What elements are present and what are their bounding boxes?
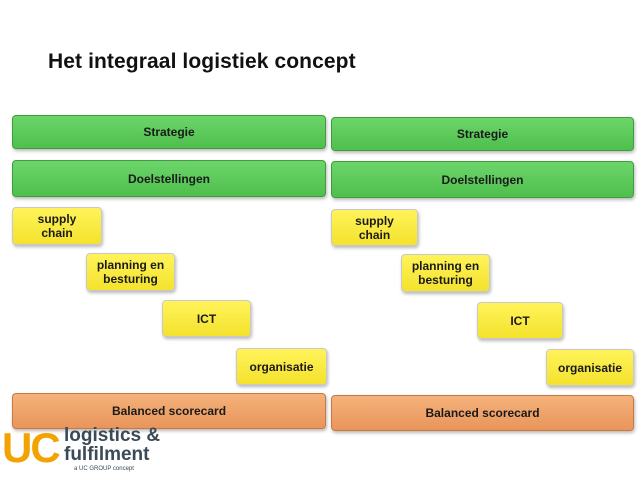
logo-line2: fulfilment xyxy=(64,444,150,465)
left-balanced-scorecard-bar: Balanced scorecard xyxy=(12,393,326,429)
logo-uc-mark: UC xyxy=(2,424,61,471)
right-strategie-bar: Strategie xyxy=(331,117,634,151)
right-supply-chain-box: supply chain xyxy=(331,209,418,246)
logo-tagline: a UC GROUP concept xyxy=(74,466,134,472)
right-doelstellingen-bar: Doelstellingen xyxy=(331,161,634,198)
right-planning-box: planning en besturing xyxy=(401,254,490,292)
right-balanced-scorecard-bar: Balanced scorecard xyxy=(331,395,634,431)
right-ict-box: ICT xyxy=(477,302,563,339)
left-supply-chain-box: supply chain xyxy=(12,207,102,245)
logo-line1: logistics & xyxy=(64,425,161,446)
right-organisatie-box: organisatie xyxy=(546,349,634,386)
left-planning-box: planning en besturing xyxy=(86,253,175,291)
left-strategie-bar: Strategie xyxy=(12,115,326,149)
page-title: Het integraal logistiek concept xyxy=(48,50,356,73)
left-organisatie-box: organisatie xyxy=(236,348,327,385)
uc-logistics-logo: UC logistics & fulfilment a UC GROUP con… xyxy=(0,424,170,476)
left-ict-box: ICT xyxy=(162,300,251,337)
left-doelstellingen-bar: Doelstellingen xyxy=(12,160,326,197)
